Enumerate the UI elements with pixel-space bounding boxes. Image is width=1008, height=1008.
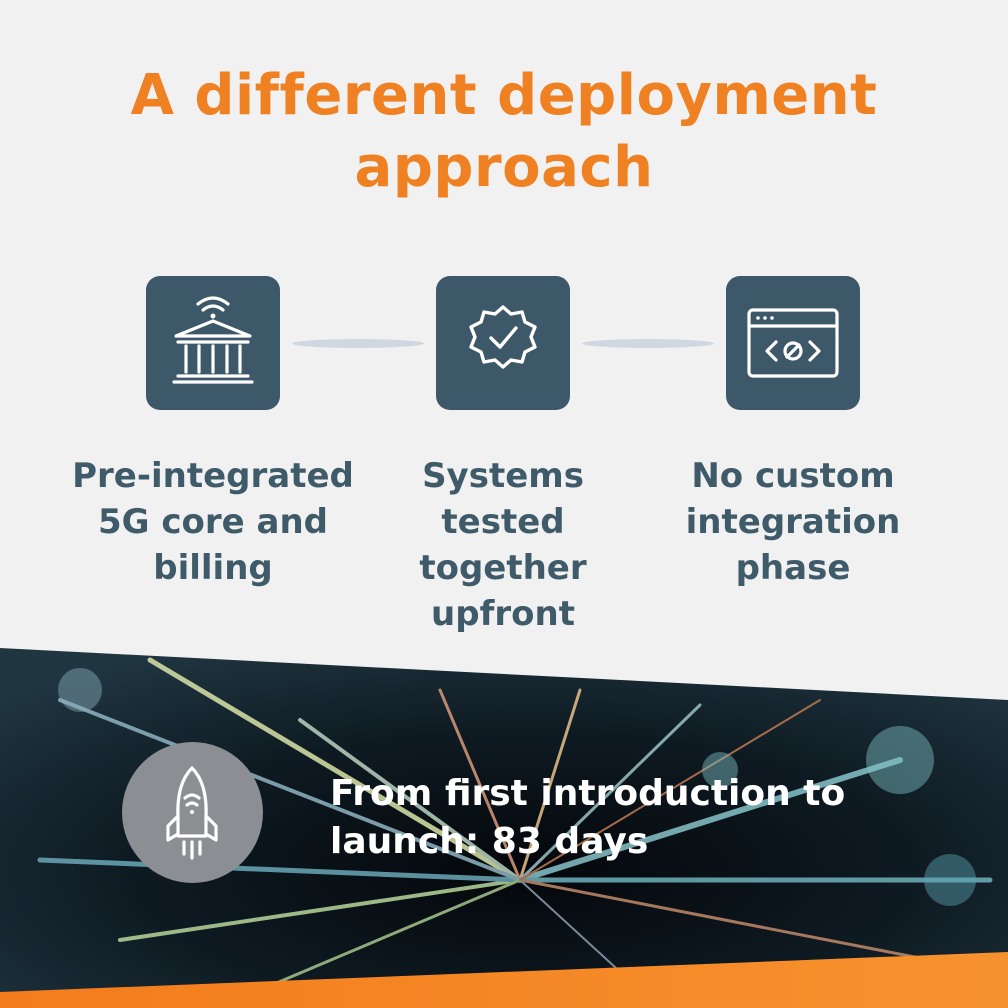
- feature-tile-tested: [436, 276, 570, 410]
- rocket-icon: [166, 766, 218, 860]
- title-line-2: approach: [354, 135, 654, 200]
- rocket-badge: [122, 742, 263, 883]
- connector-line-1: [292, 339, 424, 348]
- feature-tile-integrated: [146, 276, 280, 410]
- feature-label-no-integration: No custom integration phase: [685, 456, 901, 588]
- bank-wifi-icon: [172, 296, 254, 384]
- verified-badge-icon: [469, 305, 537, 369]
- feature-tile-no-integration: [726, 276, 860, 410]
- feature-label-tested: Systems tested together upfront: [419, 456, 587, 634]
- launch-statement: From first introduction to launch: 83 da…: [330, 773, 846, 862]
- page-title: A different deployment approach: [0, 60, 1008, 204]
- title-line-1: A different deployment: [130, 63, 878, 128]
- feature-label-integrated: Pre-integrated 5G core and billing: [72, 456, 354, 588]
- connector-line-2: [582, 339, 714, 348]
- code-window-icon: [747, 308, 839, 378]
